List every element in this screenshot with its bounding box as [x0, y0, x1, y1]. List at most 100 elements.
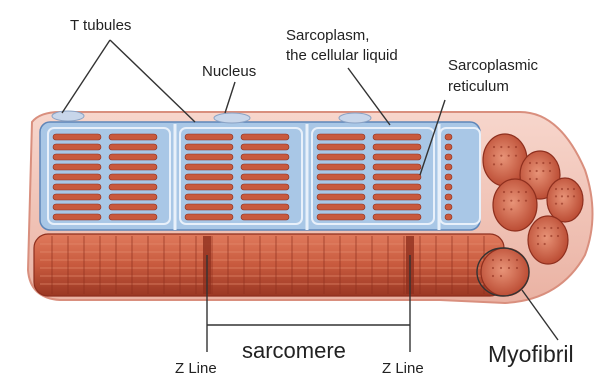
reticulum-tubule-segment: [53, 134, 101, 140]
sarcoplasmic-reticulum-panel: [40, 122, 480, 230]
myofibril-end: [528, 216, 568, 264]
reticulum-tubule-segment: [109, 144, 157, 150]
reticulum-tubule-segment: [241, 154, 289, 160]
myofibril-end-dot: [536, 170, 538, 172]
reticulum-tubule-segment: [373, 194, 421, 200]
reticulum-tubule-segment: [445, 144, 452, 150]
myofibril-end-dot: [492, 267, 494, 269]
myofibril-leader: [522, 290, 558, 340]
t-tubules-leader-left: [62, 40, 110, 113]
myofibril-end-dot: [516, 267, 518, 269]
myofibril-end-dot: [529, 162, 531, 164]
myofibril-end-dot: [550, 227, 552, 229]
reticulum-tubule-segment: [445, 214, 452, 220]
t-tubule-bump-left: [52, 111, 84, 121]
reticulum-tubule-segment: [317, 204, 365, 210]
reticulum-tubule-segment: [53, 204, 101, 210]
reticulum-tubule-segment: [317, 214, 365, 220]
myofibril-end-dot: [544, 243, 546, 245]
t-tubules-leader-right: [110, 40, 195, 122]
myofibril-end-dot: [525, 200, 527, 202]
myofibril-end-dot: [500, 259, 502, 261]
myofibril-end-dot: [492, 275, 494, 277]
label-sarcoplasmic-reticulum-line1: Sarcoplasmic: [448, 57, 539, 74]
reticulum-tubule-segment: [109, 204, 157, 210]
myofibril-end-dot: [493, 163, 495, 165]
myofibril-cylinder: [34, 234, 504, 296]
reticulum-tubule-segment: [241, 204, 289, 210]
reticulum-tubule-segment: [373, 204, 421, 210]
myofibril-end-dot: [508, 267, 510, 269]
reticulum-tubule-segment: [373, 214, 421, 220]
myofibril-bundle: [34, 234, 504, 296]
reticulum-tubule-segment: [445, 184, 452, 190]
reticulum-tubule-segment: [445, 204, 452, 210]
reticulum-tubule-segment: [317, 164, 365, 170]
myofibril-end-dot: [493, 155, 495, 157]
myofibril-end-dot: [492, 259, 494, 261]
myofibril-end-dot: [525, 191, 527, 193]
reticulum-tubule-segment: [317, 134, 365, 140]
reticulum-tubule-segment: [185, 184, 233, 190]
reticulum-tubule-segment: [241, 214, 289, 220]
myofibril-end-dot: [567, 195, 569, 197]
myofibril-end-dot: [550, 235, 552, 237]
myofibril-end-dot: [537, 235, 539, 237]
reticulum-tubule-segment: [445, 134, 452, 140]
label-sarcoplasmic-reticulum-line2: reticulum: [448, 78, 509, 95]
myofibril-end-dot: [515, 146, 517, 148]
reticulum-tubule-segment: [317, 144, 365, 150]
myofibril-end-dot: [503, 191, 505, 193]
reticulum-tubule-segment: [373, 174, 421, 180]
reticulum-tubule-segment: [53, 214, 101, 220]
myofibril-end-dot: [555, 203, 557, 205]
reticulum-tubule-segment: [373, 164, 421, 170]
reticulum-tubule-segment: [241, 174, 289, 180]
myofibril-end-dot: [510, 208, 512, 210]
reticulum-tubule-segment: [109, 134, 157, 140]
label-nucleus: Nucleus: [202, 63, 256, 80]
myofibril-end-dot: [510, 191, 512, 193]
reticulum-tubule-segment: [53, 194, 101, 200]
reticulum-tubule-segment: [241, 134, 289, 140]
reticulum-tubule-segment: [53, 174, 101, 180]
reticulum-tubule-segment: [241, 144, 289, 150]
myofibril-end-dot: [500, 163, 502, 165]
reticulum-tubule-segment: [185, 164, 233, 170]
myofibril-end-dot: [510, 200, 512, 202]
reticulum-tubule-segment: [109, 154, 157, 160]
reticulum-tubule-segment: [109, 174, 157, 180]
myofibril-end-dot: [508, 259, 510, 261]
myofibril-end-dot: [544, 235, 546, 237]
myofibril-end-dot: [561, 195, 563, 197]
myofibril-end-dot: [536, 162, 538, 164]
reticulum-tubule-segment: [185, 144, 233, 150]
reticulum-tubule-segment: [373, 154, 421, 160]
reticulum-tubule-segment: [241, 164, 289, 170]
reticulum-tubule-segment: [53, 144, 101, 150]
reticulum-tubule-segment: [373, 184, 421, 190]
myofibril-end-dot: [561, 203, 563, 205]
reticulum-tubule-segment: [445, 154, 452, 160]
reticulum-tubule-segment: [53, 164, 101, 170]
myofibril-end-dot: [500, 155, 502, 157]
myofibril-end-dot: [557, 227, 559, 229]
reticulum-tubule-segment: [185, 204, 233, 210]
myofibril-end-dot: [544, 227, 546, 229]
label-sarcoplasm-line1: Sarcoplasm,: [286, 27, 369, 44]
myofibril-end-dot: [500, 267, 502, 269]
myofibril-end-dot: [555, 195, 557, 197]
reticulum-tubule-segment: [317, 174, 365, 180]
myofibril-end-dot: [518, 200, 520, 202]
myofibril-end-dot: [515, 155, 517, 157]
reticulum-tubule-segment: [53, 184, 101, 190]
myofibril-end-dot: [536, 178, 538, 180]
myofibril-end-dot: [549, 162, 551, 164]
myofibril-end-dot: [561, 188, 563, 190]
nucleus-bump: [214, 113, 250, 123]
label-sarcomere: sarcomere: [242, 338, 346, 363]
myofibril-end-dot: [573, 188, 575, 190]
reticulum-tubule-segment: [109, 184, 157, 190]
myofibril-end: [493, 179, 537, 231]
